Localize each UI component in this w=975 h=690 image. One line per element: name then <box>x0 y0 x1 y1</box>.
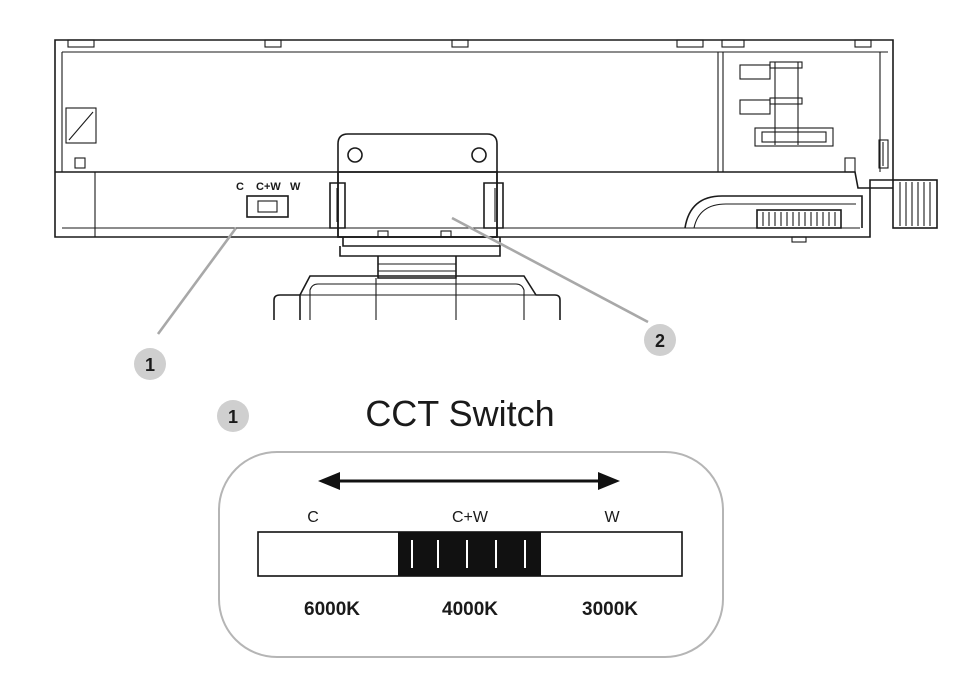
callout-2-badge: 2 <box>644 324 676 356</box>
switch-slider-cw <box>398 532 541 576</box>
device-switch-label-w: W <box>290 181 301 193</box>
position-label-cw: C+W <box>452 509 489 526</box>
detail-title: CCT Switch <box>365 393 554 434</box>
callout-2-leader <box>451 216 649 324</box>
light-fixture-body: C C+W W <box>54 39 938 320</box>
temperature-w: 3000K <box>582 599 638 620</box>
callout-1-leader <box>156 227 238 335</box>
dimmer-wheel-ridges <box>762 212 836 226</box>
svg-text:1: 1 <box>228 407 238 427</box>
position-label-c: C <box>307 509 319 526</box>
mounting-clamp <box>329 133 504 279</box>
track-adapter <box>273 275 561 320</box>
temperature-c: 6000K <box>304 599 360 620</box>
position-label-w: W <box>604 509 620 526</box>
knob-ridges <box>899 182 931 226</box>
cct-switch-panel <box>218 451 724 658</box>
selection-arrow <box>318 472 620 490</box>
detail-badge: 1 <box>217 400 249 432</box>
svg-text:1: 1 <box>145 355 155 375</box>
callout-1-badge: 1 <box>134 348 166 380</box>
device-switch-label-c: C <box>236 181 244 193</box>
device-cct-switch: C C+W W <box>236 181 301 218</box>
device-switch-label-cw: C+W <box>256 181 281 193</box>
cct-switch-track <box>257 531 683 577</box>
temperature-cw: 4000K <box>442 599 498 620</box>
svg-text:2: 2 <box>655 331 665 351</box>
